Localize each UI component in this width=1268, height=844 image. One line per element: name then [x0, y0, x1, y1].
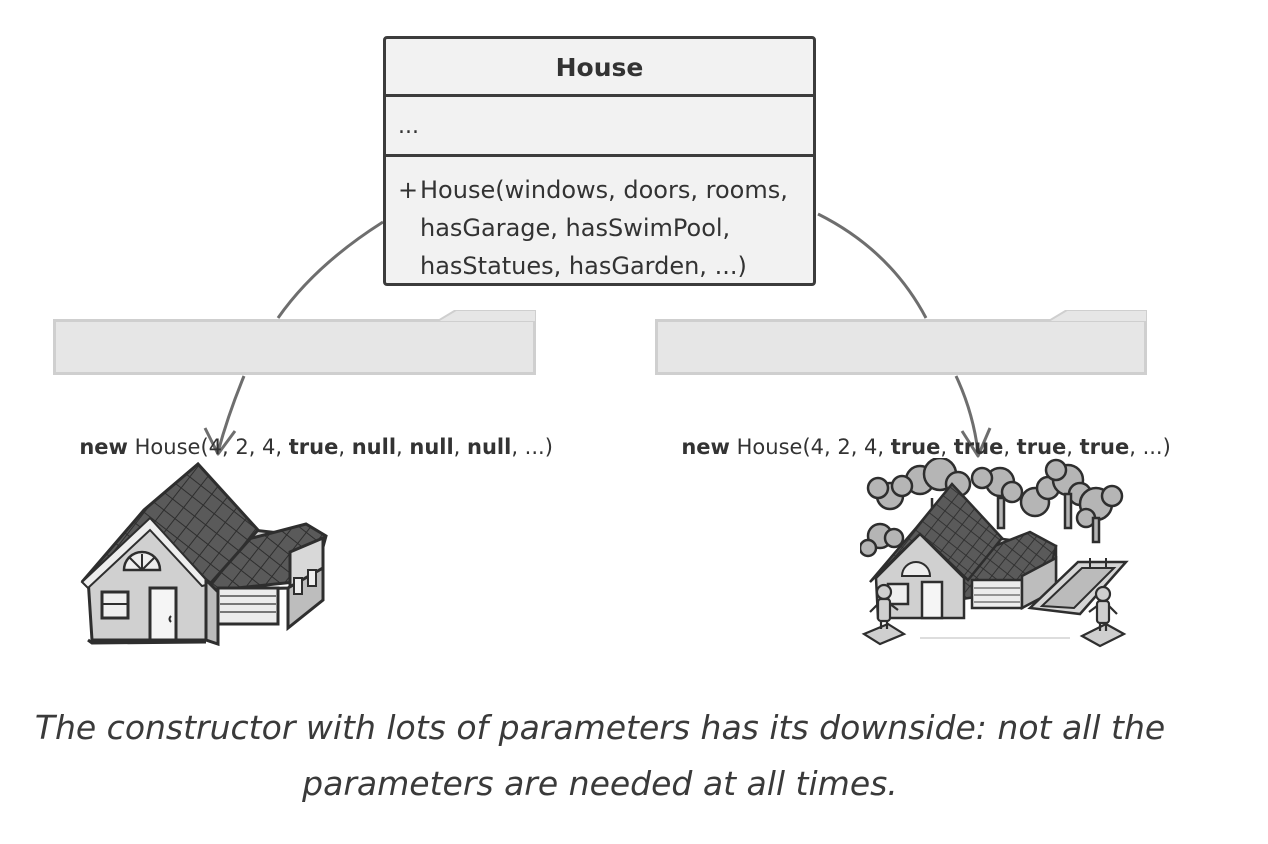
- class-name: House: [386, 39, 813, 97]
- arg-value: true: [890, 435, 941, 459]
- new-keyword: new: [79, 435, 128, 459]
- method-signature-line-2: hasGarage, hasSwimPool,: [420, 214, 731, 242]
- constructor-call: House(4, 2, 4,: [127, 435, 289, 459]
- arg-value: null: [467, 435, 512, 459]
- callout-simple-house: new House(4, 2, 4, true, null, null, nul…: [53, 310, 553, 459]
- right-connector-line: [817, 212, 928, 319]
- method-signature-line-3: hasStatues, hasGarden, ...): [420, 252, 747, 280]
- method-line: + House(windows, doors, rooms,: [398, 171, 801, 209]
- arg-value: true: [1016, 435, 1067, 459]
- arg-value: true: [1079, 435, 1130, 459]
- mansion-illustration: [860, 458, 1129, 648]
- method-signature-line-1: House(windows, doors, rooms,: [420, 176, 788, 204]
- method-line: hasGarage, hasSwimPool,: [398, 209, 801, 247]
- house-class-box: House ... + House(windows, doors, rooms,…: [383, 36, 816, 286]
- callout-full-house: new House(4, 2, 4, true, true, true, tru…: [655, 310, 1171, 459]
- arg-value: null: [351, 435, 397, 459]
- right-arrow-head: [960, 427, 992, 458]
- caption-line-2: parameters are needed at all times.: [302, 764, 898, 803]
- method-visibility: +: [398, 176, 419, 204]
- arg-value: true: [288, 435, 339, 459]
- statues: [861, 583, 1127, 648]
- left-arrow-line: [216, 375, 246, 453]
- arg-value: true: [953, 435, 1004, 459]
- right-arrow-line: [954, 375, 980, 453]
- trees: [860, 458, 1124, 558]
- callout-fold: [436, 310, 536, 322]
- callout-fold: [1047, 310, 1147, 322]
- caption-line-1: The constructor with lots of parameters …: [34, 708, 1166, 747]
- class-fields: ...: [386, 97, 813, 157]
- figure-caption: The constructor with lots of parameters …: [30, 700, 1170, 812]
- simple-house-illustration: [80, 461, 328, 647]
- method-line: hasStatues, hasGarden, ...): [398, 247, 801, 285]
- left-connector-line: [276, 220, 384, 319]
- arg-value: null: [409, 435, 454, 459]
- class-methods: + House(windows, doors, rooms, hasGarage…: [386, 157, 813, 283]
- constructor-call: House(4, 2, 4,: [729, 435, 891, 459]
- left-arrow-head: [203, 427, 237, 456]
- new-keyword: new: [681, 435, 730, 459]
